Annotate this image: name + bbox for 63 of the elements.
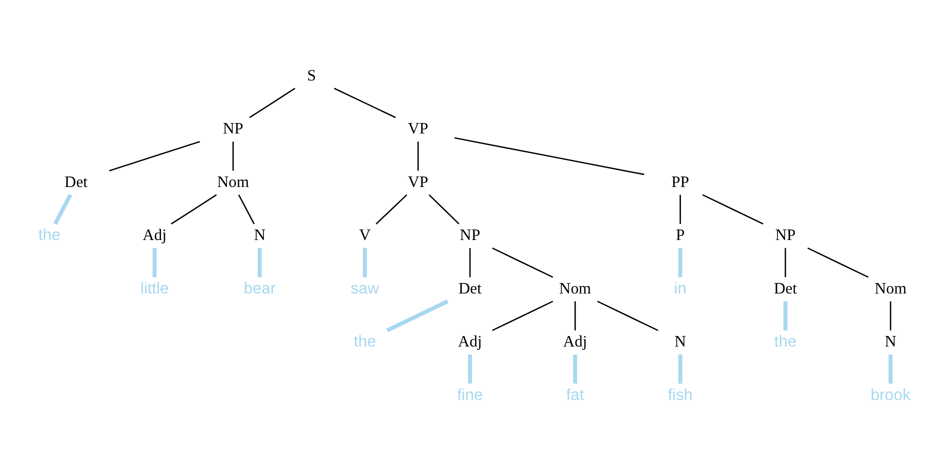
connector	[888, 354, 893, 384]
connector	[376, 194, 408, 224]
node-text: V	[359, 227, 371, 244]
connector	[454, 137, 644, 176]
node-text: VP	[408, 120, 428, 138]
connector	[492, 300, 554, 332]
node-text: NP	[460, 227, 480, 244]
connector	[469, 248, 471, 278]
node-text: Nom	[559, 280, 592, 298]
connector	[680, 194, 681, 224]
node-text: S	[307, 67, 316, 84]
connector	[386, 300, 449, 332]
connector	[417, 142, 419, 171]
connector	[249, 88, 296, 118]
connector	[574, 301, 576, 330]
connector	[334, 88, 396, 118]
node-text: VP	[408, 174, 428, 191]
node-text: saw	[350, 280, 380, 298]
node-text: Det	[774, 280, 797, 298]
node-text: P	[676, 227, 685, 244]
node-text: Det	[458, 280, 482, 298]
connector	[53, 194, 72, 225]
node-text: brook	[870, 386, 910, 404]
node-text: fish	[668, 386, 693, 404]
node-text: in	[674, 280, 686, 298]
node-text: the	[354, 334, 376, 351]
connector	[238, 194, 255, 224]
connector	[678, 248, 682, 278]
connector	[428, 194, 460, 224]
node-text: fine	[457, 386, 483, 404]
node-text: N	[884, 334, 896, 351]
node-text: PP	[671, 174, 690, 191]
connector	[468, 354, 472, 384]
node-text: Det	[64, 174, 88, 191]
connector	[109, 140, 200, 172]
connector	[678, 354, 682, 384]
node-text: N	[674, 334, 686, 351]
connector	[597, 300, 658, 332]
connector	[784, 248, 786, 278]
node-text: NP	[222, 120, 244, 138]
node-text: NP	[775, 227, 796, 244]
node-text: the	[38, 227, 61, 244]
connector	[492, 247, 554, 278]
node-text: N	[254, 227, 266, 244]
connector	[232, 142, 234, 171]
connector	[890, 301, 892, 330]
connector	[362, 248, 367, 278]
connector	[258, 248, 262, 278]
node-text: Adj	[458, 334, 482, 351]
node-text: little	[140, 280, 169, 298]
node-text: the	[774, 334, 796, 351]
node-text: bear	[244, 280, 276, 298]
connector	[152, 248, 157, 278]
connector	[573, 354, 578, 384]
connector	[170, 194, 217, 225]
node-text: fat	[566, 386, 584, 404]
connector	[702, 194, 764, 225]
node-text: Nom	[217, 174, 250, 191]
node-text: Adj	[563, 334, 588, 351]
connector	[783, 301, 788, 330]
node-text: Nom	[874, 280, 906, 298]
node-text: Adj	[142, 227, 167, 244]
connector	[807, 247, 869, 278]
